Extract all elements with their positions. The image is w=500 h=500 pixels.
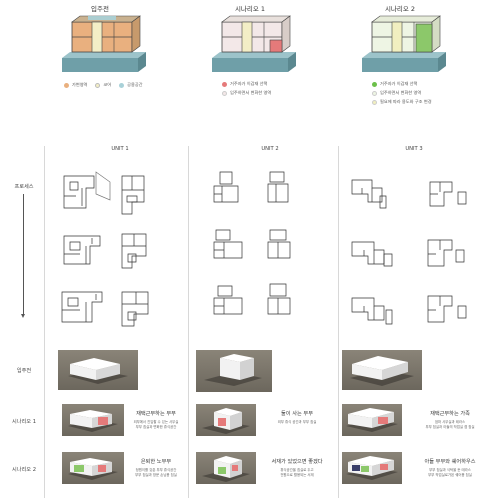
caption-title-u1-s2: 은퇴한 노부부 (140, 459, 172, 465)
legend-item: 거주자가 이감재 선택 (372, 81, 432, 87)
legend-label: 입주하면서 변화한 영역 (380, 90, 422, 95)
caption-title-u3-s1: 재택근무하는 가족 (430, 411, 470, 417)
house-model (68, 358, 128, 384)
caption-title-u1-s1: 재택근무하는 부부 (136, 411, 176, 417)
legend-swatch (372, 99, 377, 105)
building-diagram-s2 (362, 15, 446, 72)
legend-label: 거주자가 이감재 선택 (230, 81, 268, 86)
legend-item: 입주하면서 변화한 영역 (372, 90, 432, 96)
render-unit3-s2 (342, 452, 402, 484)
house-model (68, 410, 118, 432)
legend-item: 입주하면서 변화한 영역 (222, 90, 271, 96)
row-label-before: 입주전 (16, 368, 32, 374)
column-divider (44, 146, 45, 498)
caption-title-u2-s2: 서재가 있었으면 좋겠다 (271, 459, 323, 465)
caption-sub-u1-s2-1: 부부 침실과 방문 손님용 침실 (135, 473, 177, 477)
building-diagram-before (62, 15, 146, 72)
legend-swatch (372, 90, 377, 96)
house-model (346, 456, 398, 480)
legend-item: 공용공간 (119, 82, 143, 88)
row-label-s1: 시나리오 1 (11, 419, 37, 425)
render-unit2-s1 (196, 404, 256, 436)
legend-swatch (64, 82, 69, 88)
house-model (346, 408, 398, 432)
row-label-s2: 시나리오 2 (11, 467, 37, 473)
house-model (202, 408, 250, 434)
legend-label: 입주하면서 변화한 영역 (230, 90, 272, 95)
render-unit1-s2 (62, 452, 124, 484)
legend-s1: 거주자가 이감재 선택 입주하면서 변화한 영역 (222, 81, 271, 96)
row-label-process: 프로세스 (14, 184, 34, 190)
process-arrow (23, 194, 24, 316)
legend-before: 가변영역 코어 공용공간 (64, 82, 143, 88)
caption-sub-u2-s2-1: 전원으로 활용되는 서재 (280, 473, 314, 477)
caption-sub-u1-s1-1: 부부 침실과 변화한 휴식공간 (135, 425, 177, 429)
render-unit2-s2 (196, 452, 256, 484)
render-unit3-s1 (342, 404, 402, 436)
caption-sub-u3-s2-0: 부부 침실과 식탁을 둔 테라스 (429, 468, 471, 472)
legend-swatch (95, 82, 101, 88)
scenario-title-s2: 시나리오 2 (384, 5, 416, 13)
legend-s2: 거주자가 이감재 선택 입주하면서 변화한 영역 필요에 따라 용도와 구조 변… (372, 81, 432, 105)
render-unit3-before (342, 350, 422, 390)
column-divider (338, 146, 339, 498)
caption-sub-u2-s1-0: 외부 휴식 공간과 부부 침실 (277, 420, 317, 424)
unit-title-1: UNIT 1 (111, 146, 129, 152)
building-diagram-s1 (212, 15, 296, 72)
unit-title-3: UNIT 3 (405, 146, 423, 152)
legend-swatch (372, 81, 377, 87)
legend-label: 가변영역 (72, 82, 88, 87)
scenario-title-s1: 시나리오 1 (234, 5, 266, 13)
caption-title-u3-s2: 아들 부부와 쉐어하우스 (424, 459, 476, 465)
column-divider (188, 146, 189, 498)
legend-label: 거주자가 이감재 선택 (380, 81, 418, 86)
legend-label: 코어 (103, 82, 112, 87)
legend-swatch (222, 90, 227, 96)
caption-sub-u1-s2-0: 정원이를 갖춘 부부 휴식공간 (135, 468, 177, 472)
legend-swatch (119, 82, 125, 88)
caption-title-u2-s1: 둘이 사는 부부 (281, 411, 313, 417)
render-unit1-s1 (62, 404, 124, 436)
caption-sub-u3-s1-1: 부부 침실과 아들의 작업실 겸 침실 (425, 425, 475, 429)
render-unit2-before (196, 350, 272, 392)
caption-sub-u2-s2-0: 휴식공간을 침실로 두고 (280, 468, 314, 472)
legend-label: 필요에 따라 용도와 구조 변경 (380, 99, 432, 104)
caption-sub-u3-s2-1: 부부 작업실로가된 쉐어용 침실 (428, 473, 472, 477)
caption-sub-u3-s1-0: 엄마 사무실과 테라스 (434, 420, 466, 424)
legend-label: 공용공간 (127, 82, 143, 87)
scenario-title-before: 입주전 (91, 5, 109, 13)
unit-title-2: UNIT 2 (261, 146, 279, 152)
legend-item: 가변영역 (64, 82, 87, 88)
legend-item: 거주자가 이감재 선택 (222, 81, 271, 87)
house-model (68, 458, 118, 480)
process-arrow-head (21, 314, 25, 318)
house-model (204, 354, 262, 386)
caption-sub-u1-s1-0: 외부에서 진입할 수 있는 사무실 (133, 420, 179, 424)
house-model (202, 456, 250, 482)
legend-item: 코어 (95, 82, 111, 88)
house-model (350, 356, 414, 386)
render-unit1-before (58, 350, 138, 390)
legend-swatch (222, 81, 227, 87)
legend-item: 필요에 따라 용도와 구조 변경 (372, 99, 432, 105)
